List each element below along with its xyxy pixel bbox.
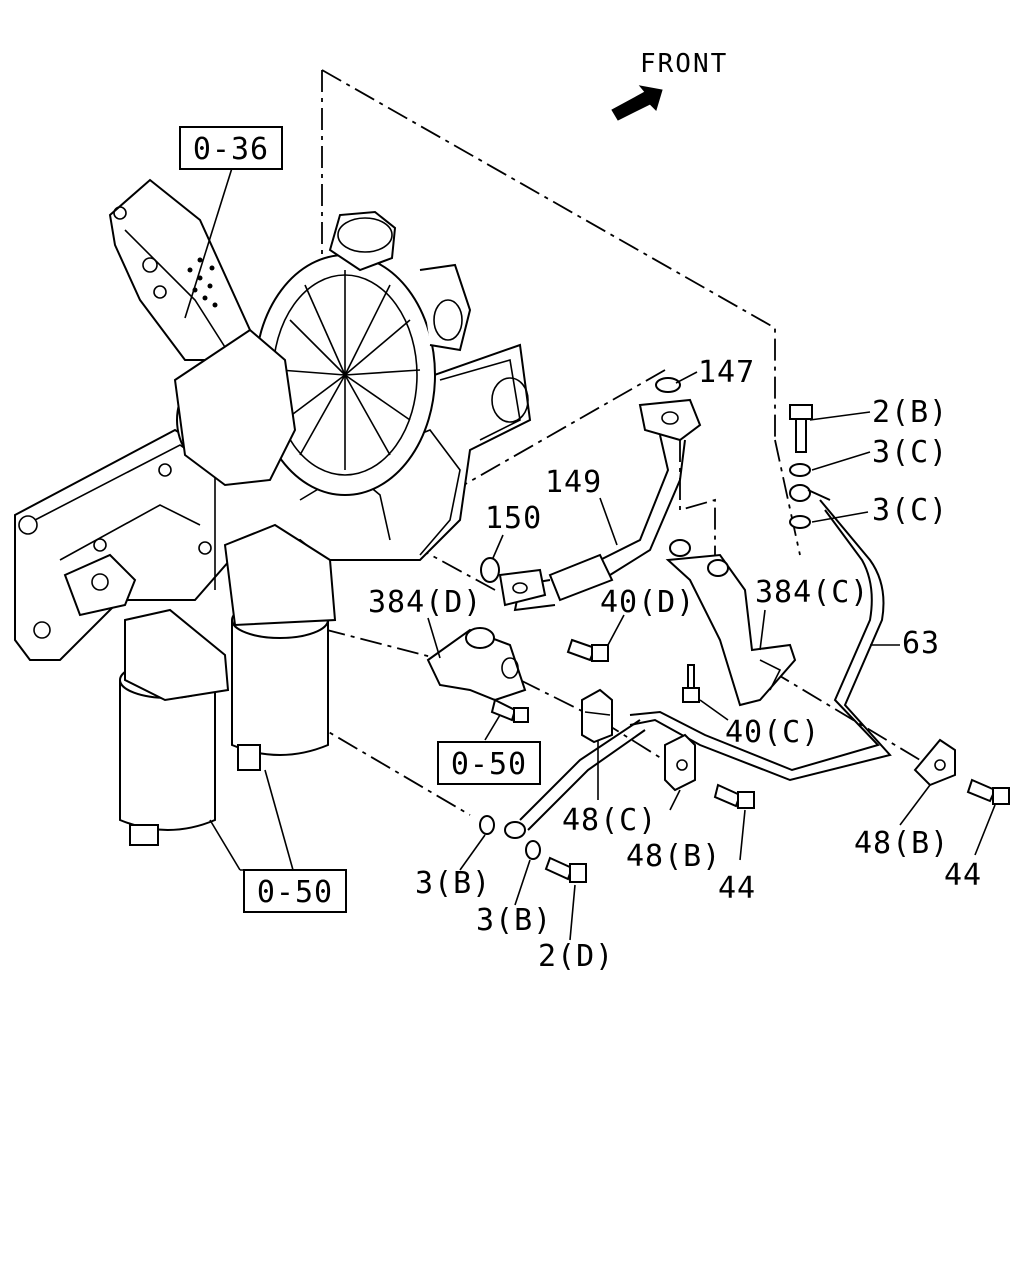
oil-filter-right	[223, 523, 337, 771]
oil-pipe-63	[629, 499, 892, 782]
bracket-384c	[665, 539, 797, 707]
callout-384c: 384(C)	[755, 575, 869, 610]
front-arrow-icon	[611, 85, 663, 121]
callout-384d: 384(D)	[368, 585, 482, 620]
washer-3c-top	[789, 463, 811, 477]
callout-150: 150	[485, 501, 542, 536]
o-ring-147	[655, 377, 681, 393]
washer-3c-bottom	[789, 515, 811, 529]
turbocharger	[173, 210, 472, 496]
callout-labels: 147 2(B) 3(C) 3(C) 149 150 384(D) 40(D) …	[368, 355, 982, 974]
callout-44-right: 44	[944, 858, 982, 893]
filter-head	[63, 553, 137, 617]
eye-bolt-fitting	[789, 484, 831, 502]
bolt-2b	[789, 404, 813, 453]
bolt-2d	[544, 856, 587, 883]
front-label: FRONT	[640, 49, 728, 79]
callout-44-mid: 44	[718, 871, 756, 906]
o-ring-150	[480, 557, 500, 583]
callout-149: 149	[545, 465, 602, 500]
compressor-fins	[279, 270, 421, 470]
clamp-48c	[581, 688, 613, 744]
bolt-40c	[682, 664, 700, 703]
bolt-40d	[566, 638, 609, 662]
oil-hose-lower	[504, 719, 646, 839]
washer-3b-upper	[479, 815, 495, 835]
ref-label-0-36: 0-36	[193, 132, 269, 167]
ref-box-0-36[interactable]: 0-36	[179, 126, 283, 170]
ref-box-0-50-lower[interactable]: 0-50	[243, 869, 347, 913]
washer-3b-lower	[525, 840, 541, 860]
callout-2d: 2(D)	[538, 939, 614, 974]
clamp-48b-mid	[664, 733, 696, 792]
callout-3b-lower: 3(B)	[476, 903, 552, 938]
bolt-0-50	[490, 698, 529, 723]
callout-63: 63	[902, 626, 940, 661]
oil-filter-left	[119, 608, 230, 846]
clamp-48b-right	[913, 738, 956, 787]
callout-48c: 48(C)	[562, 803, 657, 838]
callout-3c-bottom: 3(C)	[872, 493, 948, 528]
heat-shield-bracket	[108, 178, 252, 361]
callout-48b-mid: 48(B)	[626, 839, 721, 874]
front-indicator: FRONT	[611, 49, 728, 121]
ref-label-0-50-middle: 0-50	[451, 747, 527, 782]
ref-label-0-50-lower: 0-50	[257, 875, 333, 910]
bolt-44-right	[966, 778, 1010, 805]
bracket-384d	[426, 627, 527, 702]
callout-48b-right: 48(B)	[854, 826, 949, 861]
ref-box-0-50-middle[interactable]: 0-50	[437, 741, 541, 785]
callout-40c: 40(C)	[725, 715, 820, 750]
callout-147: 147	[698, 355, 755, 390]
oil-feed-pipe-149	[498, 398, 702, 612]
bolt-44-mid	[713, 783, 755, 809]
callout-3c-top: 3(C)	[872, 435, 948, 470]
callout-40d: 40(D)	[600, 585, 695, 620]
callout-3b-upper: 3(B)	[415, 866, 491, 901]
callout-2b: 2(B)	[872, 395, 948, 430]
